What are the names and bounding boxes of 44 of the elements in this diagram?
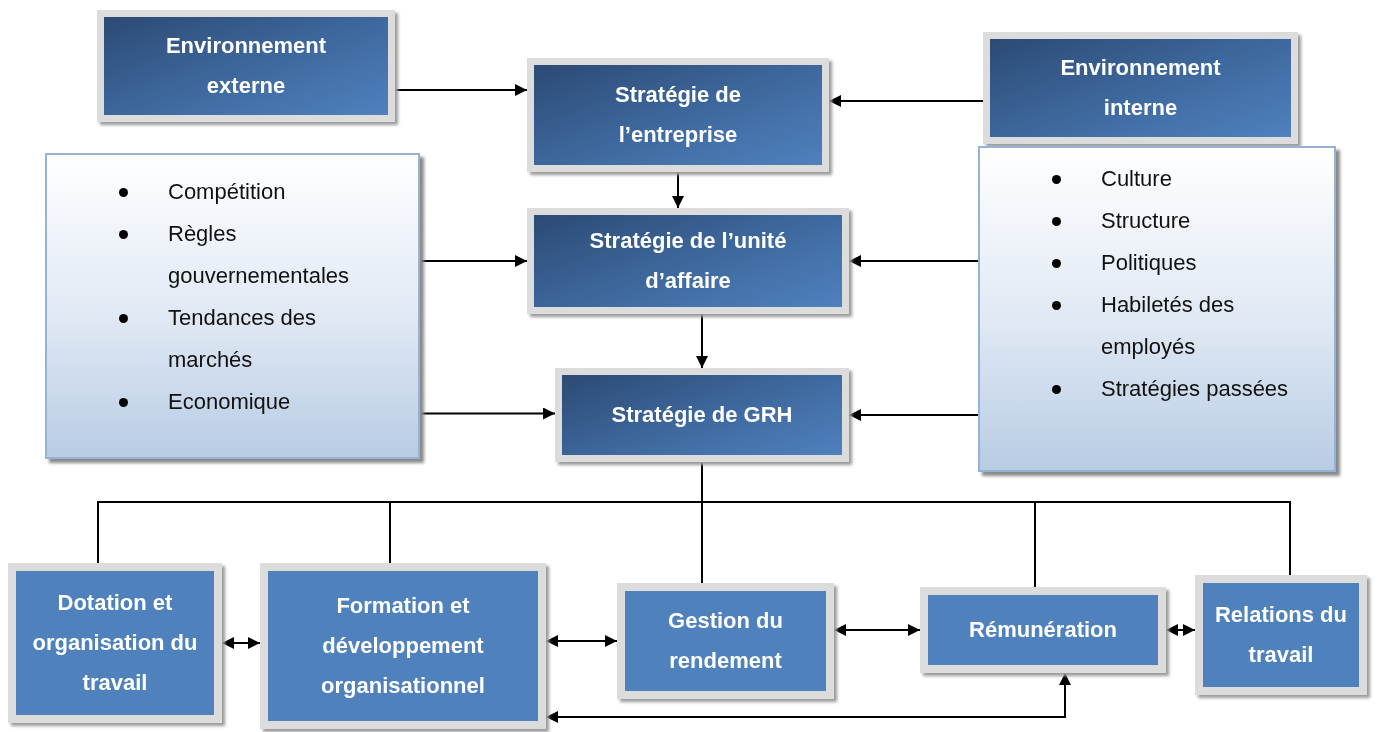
box-label: Stratégie de GRH <box>610 401 794 429</box>
function-box <box>920 587 1166 673</box>
arrow <box>394 84 528 96</box>
function-box <box>617 583 834 699</box>
arrow <box>545 672 1071 723</box>
box-label: Stratégie de l’entreprise <box>614 81 742 149</box>
arrow <box>848 409 979 421</box>
arrow <box>419 407 556 420</box>
arrow <box>545 635 618 647</box>
bullet-item: Culture <box>1101 165 1172 193</box>
box-label: Relations du travail <box>1214 601 1348 669</box>
strategy-box <box>555 368 849 462</box>
function-box <box>1195 575 1367 695</box>
arrow <box>848 255 979 267</box>
arrow <box>833 624 921 636</box>
function-box <box>260 563 546 729</box>
strategy-box <box>527 58 829 172</box>
box-label: Gestion du rendement <box>667 607 784 675</box>
arrow <box>221 637 261 649</box>
box-label: Environnement externe <box>164 32 328 100</box>
arrow <box>419 255 528 267</box>
bullet-item: Habiletés des employés <box>1101 291 1236 361</box>
box-label: Environnement interne <box>1059 54 1222 122</box>
strategy-box <box>527 208 849 314</box>
bullet-item: Compétition <box>168 178 286 206</box>
bullet-item: Politiques <box>1101 249 1197 277</box>
arrow <box>696 313 708 369</box>
bullet-item: Stratégies passées <box>1101 375 1289 403</box>
arrow <box>1165 624 1196 636</box>
arrow <box>828 95 984 107</box>
arrow <box>672 171 684 209</box>
list-box <box>45 153 420 459</box>
bullet-item: Règles gouvernementales <box>168 220 350 290</box>
bullet-item: Economique <box>168 388 291 416</box>
box-label: Formation et développement organisationnel <box>320 592 486 700</box>
box-label: Rémunération <box>968 616 1118 644</box>
box-label: Dotation et organisation du travail <box>31 589 199 697</box>
list-box <box>978 146 1336 472</box>
bullet-item: Structure <box>1101 207 1191 235</box>
function-box <box>8 563 222 723</box>
strategy-box <box>97 10 395 122</box>
bullet-item: Tendances des marchés <box>168 304 317 374</box>
strategy-box <box>983 32 1298 144</box>
box-label: Stratégie de l’unité d’affaire <box>588 227 788 295</box>
